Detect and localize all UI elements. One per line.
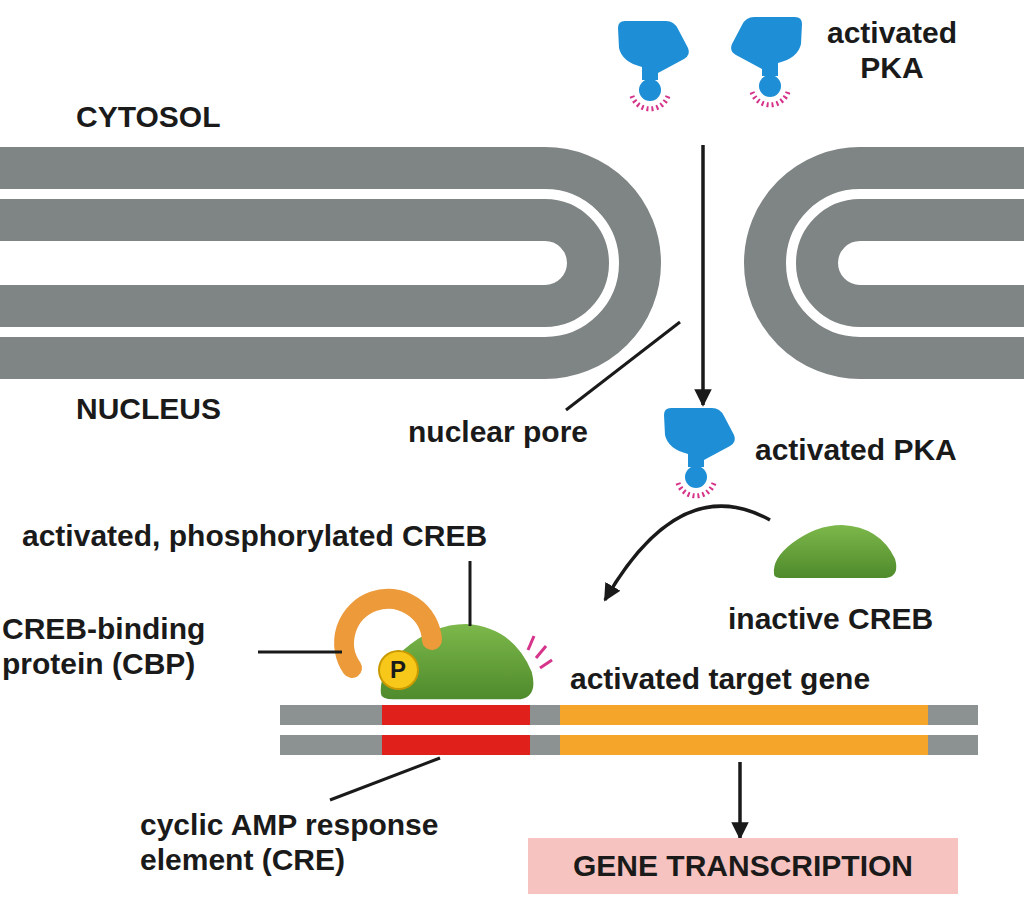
part-label: nuclear pore (408, 415, 588, 450)
arrow-connector (701, 145, 705, 405)
output-box: GENE TRANSCRIPTION (528, 838, 958, 894)
part-label: cyclic AMP response element (CRE) (140, 808, 500, 877)
pka-molecule (618, 21, 689, 109)
creb-protein: inactive CREB (722, 520, 992, 645)
pka-molecule: activated PKA (655, 405, 985, 505)
node-text: activated PKA (755, 433, 957, 468)
phosphate-circle: P (378, 650, 419, 690)
creb-complex: activated, phosphorylated CREB CREB-bindi… (0, 515, 605, 705)
pka-molecule (664, 408, 735, 496)
node-text: activated, phosphorylated CREB (22, 519, 487, 554)
node-text: activated PKA (807, 16, 977, 85)
region-label: NUCLEUS (76, 392, 221, 427)
region-label: CYTOSOL (76, 100, 220, 135)
node-text: CREB-binding protein (CBP) (2, 612, 262, 681)
activation-marks (528, 636, 552, 668)
node-text: activated target gene (570, 662, 870, 697)
node-text: GENE TRANSCRIPTION (528, 838, 958, 894)
target-gene: activated target gene (278, 662, 980, 762)
node-text: inactive CREB (728, 602, 933, 637)
leader-lines (258, 322, 680, 800)
arrow-connector (738, 762, 742, 838)
node-text: P (380, 652, 417, 688)
creb-protein (774, 525, 896, 578)
nuclear-envelope (0, 168, 1024, 358)
dna-strands (280, 705, 978, 755)
cbp-protein: CREB-binding protein (CBP) P (0, 600, 440, 700)
pka-group: activated PKA (612, 8, 1012, 145)
pka-molecule (731, 17, 802, 105)
arrow-connector (605, 506, 770, 600)
